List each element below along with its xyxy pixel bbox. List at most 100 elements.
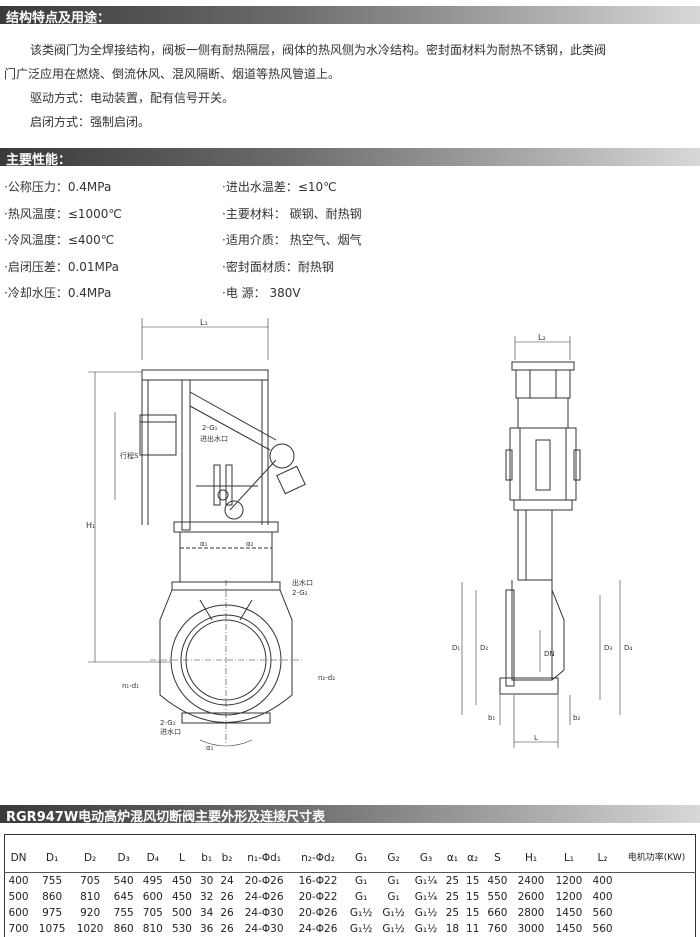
table-cell: 24 [220, 875, 234, 887]
table-cell: 645 [113, 891, 134, 903]
label-g1-bottom: 2-G₁ [160, 719, 176, 727]
col-header: α₁ [442, 844, 463, 873]
table-cell: 3000 [517, 923, 545, 935]
col-header: G₂ [377, 844, 410, 873]
col-header: D₃ [109, 844, 139, 873]
label-l2: L₂ [538, 333, 546, 342]
label-a2-top: α₂ [246, 540, 254, 548]
table-cell: 860 [42, 891, 63, 903]
label-water-out: 出水口 [292, 578, 313, 587]
table-cell: 920 [80, 907, 101, 919]
table-cell: 2400 [517, 875, 545, 887]
table-cell: 20-Φ26 [298, 907, 338, 919]
table-frame [4, 834, 696, 937]
table-section-header: RGR947W电动高炉混风切断阀主要外形及连接尺寸表 [0, 805, 700, 825]
table-cell: 495 [142, 875, 163, 887]
table-cell: 450 [171, 875, 192, 887]
label-b2: b₂ [573, 714, 580, 722]
label-dn: DN [544, 650, 555, 658]
table-cell: 560 [592, 923, 613, 935]
spec-power: ·电 源： 380V [222, 286, 301, 300]
col-header: n₂-Φd₂ [291, 844, 345, 873]
performance-section-header: 主要性能： [0, 148, 700, 168]
label-a1-bottom: α₁ [206, 744, 214, 752]
table-cell: 1020 [76, 923, 104, 935]
label-water-in-out: 进出水口 [200, 434, 228, 443]
table-cell [617, 873, 696, 890]
table-cell: G₁½ [349, 923, 373, 935]
table-cell: G₁½ [382, 907, 405, 919]
label-n2d2-front: n₂-d₂ [318, 674, 335, 682]
table-cell: 450 [171, 891, 192, 903]
table-cell: 755 [42, 875, 63, 887]
label-a1-top: α₁ [200, 540, 208, 548]
table-header-row: DN D₁ D₂ D₃ D₄ L b₁ b₂ n₁-Φd₁ n₂-Φd₂ G₁ … [4, 844, 696, 873]
table-cell: 25 [445, 907, 460, 919]
description-line-3: 驱动方式：电动装置，配有信号开关。 [30, 91, 235, 105]
table-cell: 24-Φ30 [244, 907, 284, 919]
table-cell: 2800 [517, 907, 545, 919]
table-cell: G₁½ [414, 907, 438, 919]
table-cell: 1450 [555, 923, 583, 935]
table-cell: G₁ [355, 875, 368, 887]
table-cell: 760 [487, 923, 508, 935]
table-cell [617, 889, 696, 905]
table-cell: 530 [171, 923, 192, 935]
table-cell: 975 [42, 907, 63, 919]
table-cell: G₁½ [382, 923, 405, 935]
spec-main-material: ·主要材料： 碳钢、耐热钢 [222, 207, 362, 221]
table-cell: 1200 [555, 891, 583, 903]
col-header: D₄ [138, 844, 168, 873]
col-header: b₂ [216, 844, 238, 873]
col-header: G₃ [409, 844, 443, 873]
label-n1d1-front: n₁-d₁ [122, 682, 139, 690]
table-cell: 20-Φ22 [298, 891, 338, 903]
table-cell: 700 [8, 923, 29, 935]
label-water-in: 进水口 [160, 727, 181, 736]
table-cell: 1200 [555, 875, 583, 887]
table-cell: 2600 [517, 891, 545, 903]
table-cell: 860 [113, 923, 134, 935]
spec-pressure-diff: ·启闭压差：0.01MPa [4, 260, 119, 274]
table-cell: 450 [487, 875, 508, 887]
table-cell: 20-Φ26 [244, 875, 284, 887]
features-title: 结构特点及用途： [6, 11, 111, 26]
table-cell: 30 [200, 875, 214, 887]
valve-drawings: L₁ H₁ 行程S 2-G₁ 进出水口 [86, 318, 632, 752]
table-cell: 24-Φ26 [298, 923, 338, 935]
table-cell: 660 [487, 907, 508, 919]
spec-nominal-pressure: ·公称压力：0.4MPa [4, 180, 112, 194]
table-cell: 26 [220, 907, 234, 919]
table-cell: 810 [142, 923, 163, 935]
table-cell: 705 [80, 875, 101, 887]
side-view-drawing: L₂ DN D₁ D₂ D₃ D₄ b₁ b [452, 333, 632, 748]
table-cell: 26 [220, 923, 234, 935]
col-header: D₁ [33, 844, 72, 873]
table-cell: G₁ [387, 875, 400, 887]
table-cell: 500 [8, 891, 29, 903]
label-g1-top: 2-G₁ [202, 424, 218, 432]
spec-cooling-water-pressure: ·冷却水压：0.4MPa [4, 286, 112, 300]
col-header: n₁-Φd₁ [237, 844, 292, 873]
spec-hot-air-temp: ·热风温度：≤1000℃ [4, 207, 122, 221]
description-line-1: 该类阀门为全焊接结构，阀板一侧有耐热隔层，阀体的热风侧为水冷结构。密封面材料为耐… [30, 43, 607, 57]
table-cell: 25 [445, 891, 460, 903]
table-cell: 24-Φ30 [244, 923, 284, 935]
table-title: RGR947W电动高炉混风切断阀主要外形及连接尺寸表 [6, 810, 326, 825]
table-cell: 1075 [38, 923, 66, 935]
col-header: α₂ [462, 844, 483, 873]
spec-cold-air-temp: ·冷风温度：≤400℃ [4, 233, 115, 247]
table-cell: 705 [142, 907, 163, 919]
col-header: L [167, 844, 197, 873]
performance-title: 主要性能： [6, 153, 72, 168]
col-header: DN [4, 844, 34, 873]
table-cell: 25 [445, 875, 460, 887]
table-cell: G₁½ [349, 907, 373, 919]
table-cell: 18 [445, 923, 460, 935]
col-header: G₁ [344, 844, 378, 873]
table-cell: 400 [592, 875, 613, 887]
table-cell: 810 [80, 891, 101, 903]
col-header: b₁ [196, 844, 217, 873]
